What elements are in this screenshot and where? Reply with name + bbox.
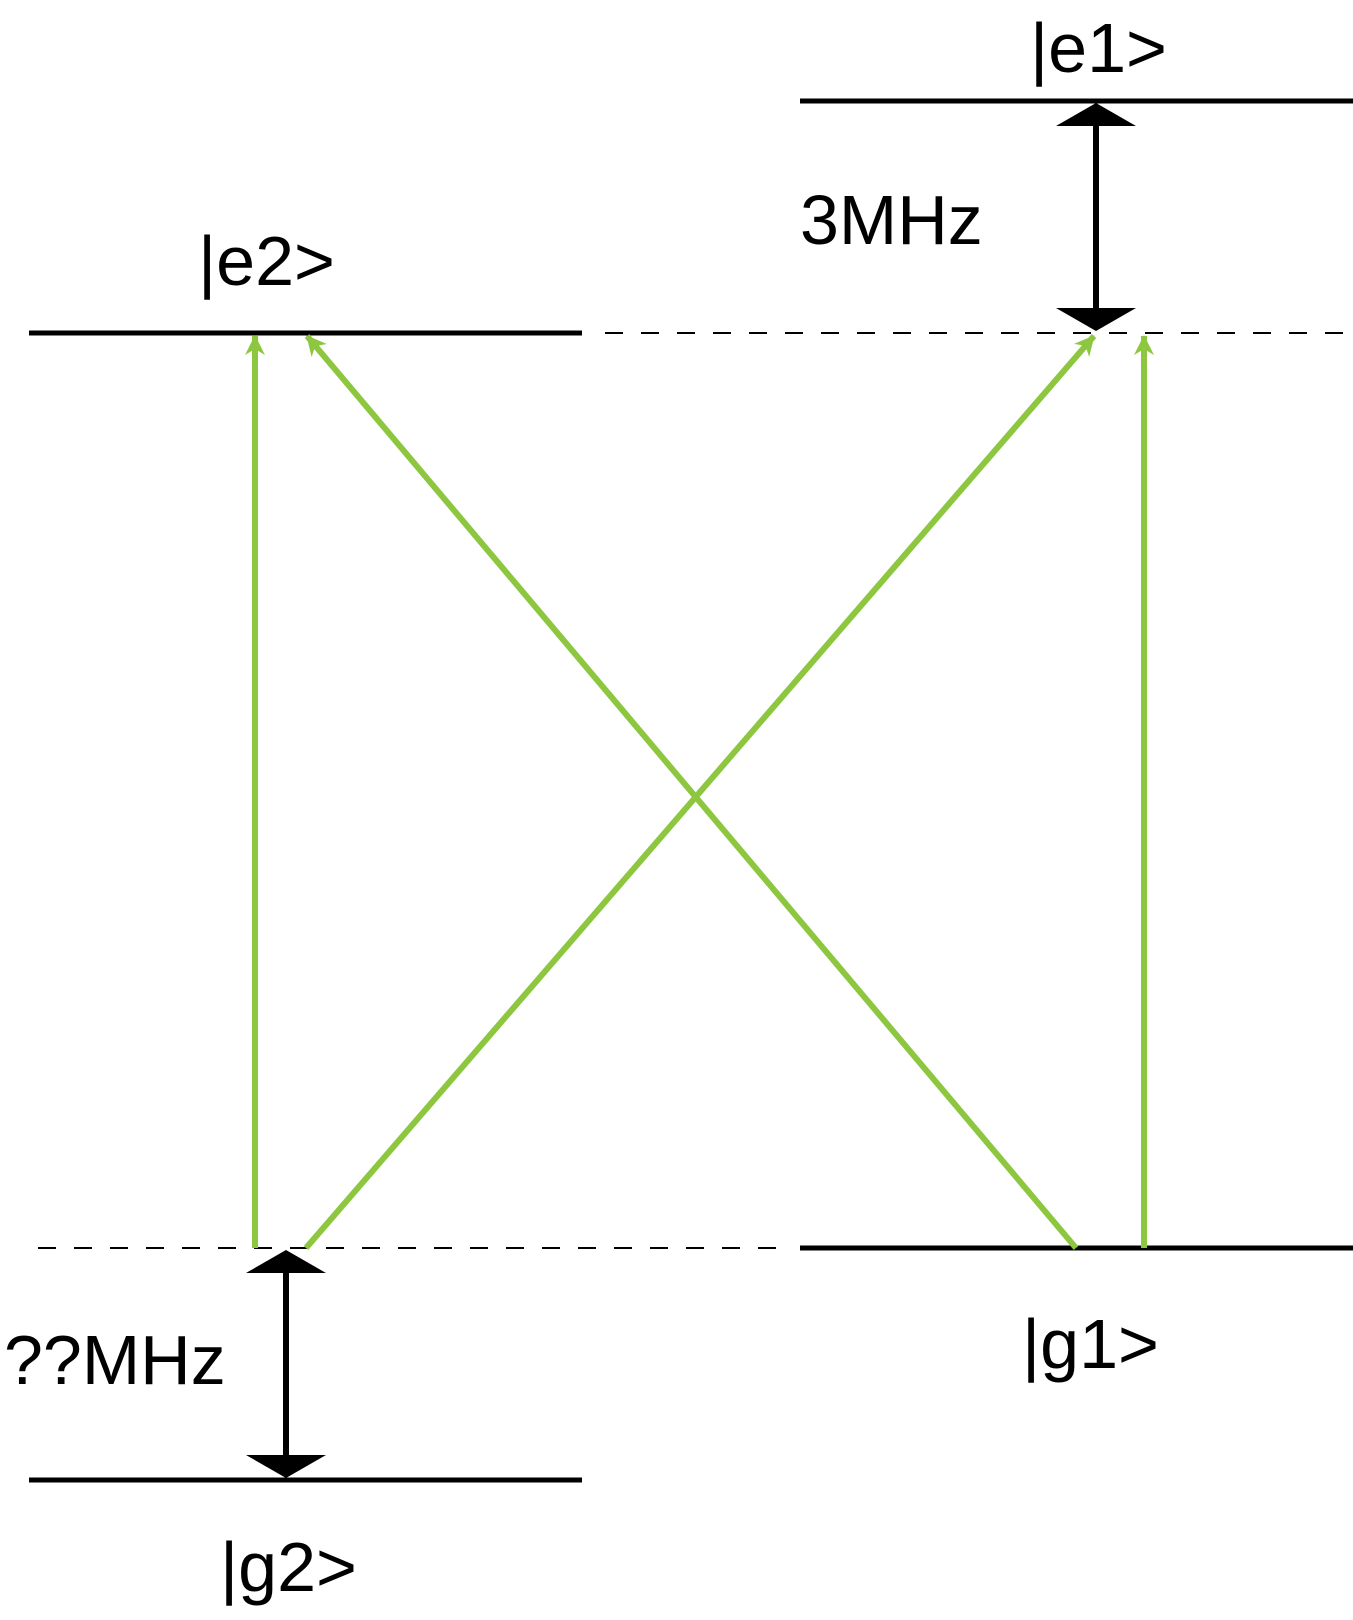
transition-arrow-g1-to-e2 [304, 334, 1079, 1250]
ground-splitting-label: ??MHz [4, 1321, 226, 1399]
excited-splitting-label: 3MHz [800, 181, 983, 259]
level-e2-label: |e2> [198, 222, 335, 300]
excited-splitting-double-arrow [1056, 103, 1136, 331]
level-g2-label: |g2> [220, 1528, 357, 1606]
level-g1-label: |g1> [1022, 1305, 1159, 1383]
ground-splitting-double-arrow [246, 1250, 326, 1478]
transition-arrow-g2-to-e1 [303, 334, 1097, 1250]
level-e1-label: |e1> [1030, 9, 1167, 87]
